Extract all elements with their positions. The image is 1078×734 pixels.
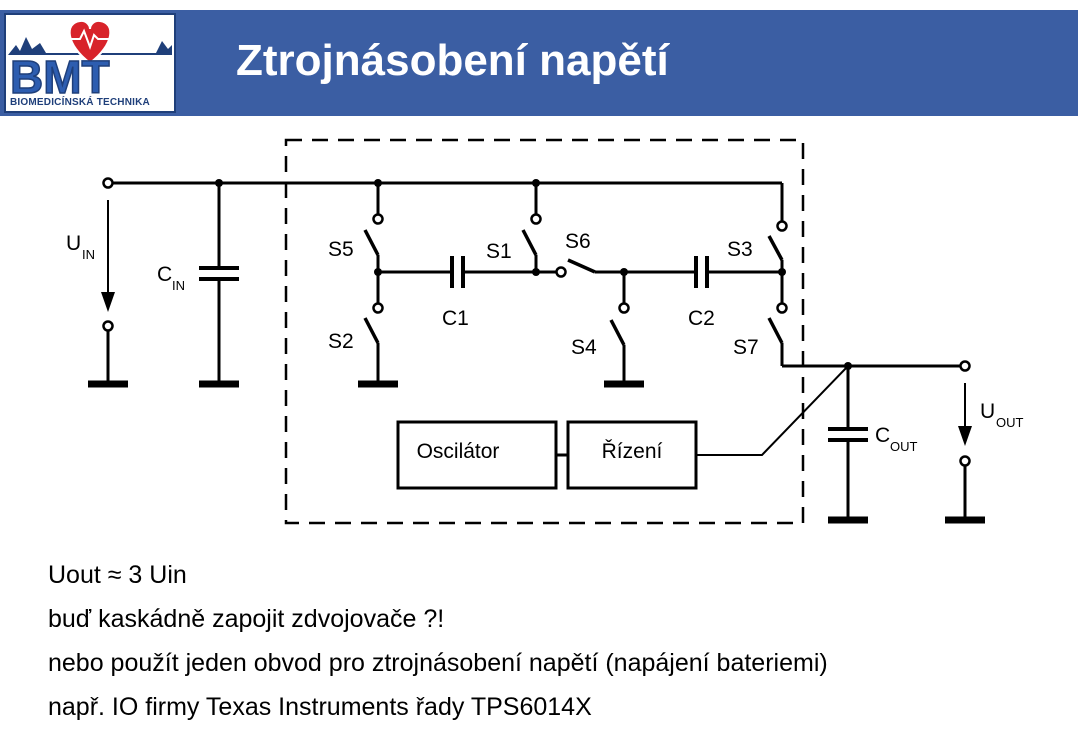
body-line-3: nebo použít jeden obvod pro ztrojnásoben… — [48, 649, 828, 677]
header-bar — [0, 10, 1078, 116]
body-line-4: např. IO firmy Texas Instruments řady TP… — [48, 693, 592, 721]
label-c1: C1 — [442, 307, 469, 330]
body-line-2: buď kaskádně zapojit zdvojovače ?! — [48, 605, 445, 633]
label-uout: U — [980, 400, 995, 423]
uout-arrow-head — [958, 426, 972, 446]
oscillator-label: Oscilátor — [417, 440, 500, 463]
label-cin: C — [157, 263, 172, 286]
bmt-logo: BMT BIOMEDICÍNSKÁ TECHNIKA — [4, 13, 176, 113]
label-s3: S3 — [727, 238, 753, 261]
label-c2: C2 — [688, 307, 715, 330]
label-cout: C — [875, 424, 890, 447]
switch-s7 — [767, 317, 784, 344]
switch-s4 — [609, 319, 626, 346]
label-cin-sub: IN — [172, 278, 185, 293]
switch-s5 — [363, 229, 380, 256]
label-s6: S6 — [565, 230, 591, 253]
page-title: Ztrojnásobení napětí — [236, 36, 669, 85]
label-s2: S2 — [328, 330, 354, 353]
switch-s6 — [567, 258, 596, 274]
circuit-diagram: Oscilátor Řízení S5 S2 S1 S6 S4 S3 S7 C1… — [66, 138, 1024, 525]
label-uin-sub: IN — [82, 247, 95, 262]
switch-s2 — [363, 317, 380, 344]
logo-subtitle: BIOMEDICÍNSKÁ TECHNIKA — [10, 97, 150, 108]
label-s1: S1 — [486, 240, 512, 263]
ic-boundary — [284, 138, 805, 525]
label-cout-sub: OUT — [890, 439, 918, 454]
uin-arrow-head — [101, 292, 115, 312]
uout-terminal-top — [959, 360, 971, 372]
label-s7: S7 — [733, 336, 759, 359]
control-label: Řízení — [602, 440, 663, 463]
switch-s3 — [767, 235, 784, 261]
label-uout-sub: OUT — [996, 415, 1024, 430]
label-uin: U — [66, 232, 81, 255]
uin-terminal-top — [102, 177, 114, 189]
uin-terminal-bottom — [102, 320, 114, 332]
label-s4: S4 — [571, 336, 597, 359]
uout-terminal-bottom — [959, 455, 971, 467]
logo-graphic: BMT — [8, 19, 172, 104]
switch-s1 — [521, 229, 538, 256]
label-s5: S5 — [328, 238, 354, 261]
control-line — [696, 365, 849, 456]
body-line-1: Uout ≈ 3 Uin — [48, 561, 187, 589]
body-text: Uout ≈ 3 Uin buď kaskádně zapojit zdvojo… — [48, 553, 828, 729]
logo-text: BMT — [10, 51, 110, 103]
